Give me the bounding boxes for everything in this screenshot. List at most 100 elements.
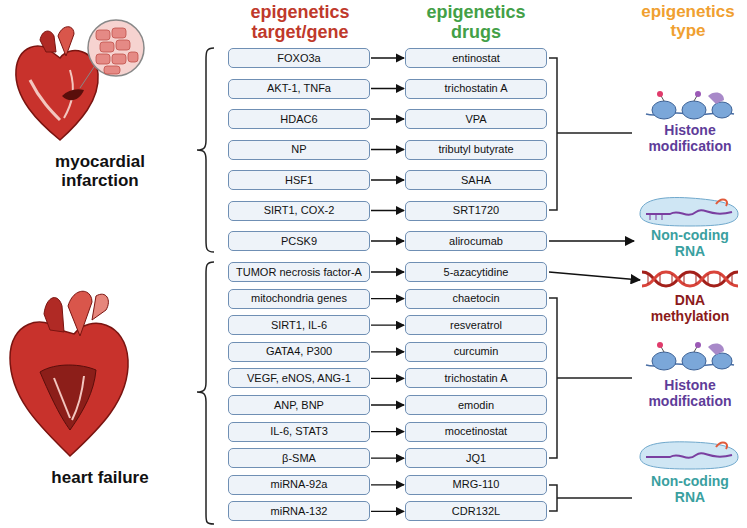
node-text: alirocumab bbox=[449, 235, 503, 248]
drug-box: JQ1 bbox=[405, 448, 547, 468]
curly-brace bbox=[197, 262, 214, 524]
target-box: β-SMA bbox=[228, 448, 370, 468]
node-text: mocetinostat bbox=[445, 425, 507, 438]
rna-icon bbox=[640, 198, 738, 226]
target-box: GATA4, P300 bbox=[228, 342, 370, 362]
arrow-connector bbox=[371, 351, 404, 352]
nucleosome-icon bbox=[646, 342, 734, 370]
drug-box: 5-azacytidine bbox=[405, 262, 547, 282]
drug-box: VPA bbox=[405, 109, 547, 129]
drug-box: trichostatin A bbox=[405, 368, 547, 388]
node-text: trichostatin A bbox=[445, 372, 508, 385]
column-header: epigenetics type bbox=[632, 2, 744, 40]
arrow-connector bbox=[371, 511, 404, 512]
curly-brace bbox=[197, 48, 214, 252]
node-text: entinostat bbox=[452, 52, 500, 65]
arrow-connector bbox=[371, 431, 404, 432]
target-box: TUMOR necrosis factor-A bbox=[228, 262, 370, 282]
target-box: miRNA-132 bbox=[228, 501, 370, 521]
target-box: SIRT1, IL-6 bbox=[228, 315, 370, 335]
disease-label: heart failure bbox=[15, 468, 185, 487]
arrow-connector bbox=[371, 179, 404, 180]
node-text: ANP, BNP bbox=[274, 399, 324, 412]
node-text: trichostatin A bbox=[445, 82, 508, 95]
drug-box: alirocumab bbox=[405, 231, 547, 251]
arrow-connector bbox=[371, 271, 404, 272]
node-text: SRT1720 bbox=[453, 204, 499, 217]
target-box: AKT-1, TNFa bbox=[228, 79, 370, 99]
bracket bbox=[549, 58, 632, 511]
node-text: SIRT1, IL-6 bbox=[271, 319, 327, 332]
drug-box: mocetinostat bbox=[405, 422, 547, 442]
arrow-connector bbox=[371, 118, 404, 119]
type-label: DNA methylation bbox=[638, 293, 742, 324]
node-text: 5-azacytidine bbox=[444, 266, 509, 279]
node-text: VEGF, eNOS, ANG-1 bbox=[247, 372, 351, 385]
target-box: SIRT1, COX-2 bbox=[228, 201, 370, 221]
drug-box: MRG-110 bbox=[405, 475, 547, 495]
target-box: NP bbox=[228, 140, 370, 160]
node-text: PCSK9 bbox=[281, 235, 317, 248]
heart-illustration bbox=[10, 291, 128, 456]
node-text: IL-6, STAT3 bbox=[270, 425, 328, 438]
drug-box: SRT1720 bbox=[405, 201, 547, 221]
target-box: miRNA-92a bbox=[228, 475, 370, 495]
node-text: JQ1 bbox=[466, 452, 486, 465]
target-box: VEGF, eNOS, ANG-1 bbox=[228, 368, 370, 388]
node-text: TUMOR necrosis factor-A bbox=[236, 266, 362, 279]
target-box: FOXO3a bbox=[228, 48, 370, 68]
column-header: epigenetics drugs bbox=[411, 2, 541, 42]
node-text: AKT-1, TNFa bbox=[267, 82, 331, 95]
target-box: mitochondria genes bbox=[228, 289, 370, 309]
drug-box: SAHA bbox=[405, 170, 547, 190]
arrow-connector bbox=[371, 458, 404, 459]
arrow-connector bbox=[371, 325, 404, 326]
dna-icon bbox=[642, 272, 738, 286]
node-text: VPA bbox=[465, 113, 486, 126]
type-label: Histone modification bbox=[638, 123, 742, 154]
node-text: SAHA bbox=[461, 174, 491, 187]
arrow-connector bbox=[371, 149, 404, 150]
arrow-connector bbox=[371, 210, 404, 211]
type-arrow bbox=[549, 272, 640, 280]
nucleosome-icon bbox=[646, 91, 734, 119]
rna-icon bbox=[640, 442, 738, 469]
target-box: HSF1 bbox=[228, 170, 370, 190]
target-box: IL-6, STAT3 bbox=[228, 422, 370, 442]
drug-box: entinostat bbox=[405, 48, 547, 68]
node-text: HDAC6 bbox=[280, 113, 317, 126]
node-text: miRNA-92a bbox=[271, 478, 328, 491]
type-label: Histone modification bbox=[638, 378, 742, 409]
drug-box: resveratrol bbox=[405, 315, 547, 335]
node-text: SIRT1, COX-2 bbox=[264, 204, 335, 217]
node-text: HSF1 bbox=[285, 174, 313, 187]
disease-label: myocardial infarction bbox=[15, 152, 185, 190]
target-box: PCSK9 bbox=[228, 231, 370, 251]
node-text: curcumin bbox=[454, 345, 499, 358]
drug-box: trichostatin A bbox=[405, 79, 547, 99]
arrow-connector bbox=[371, 404, 404, 405]
arrow-connector bbox=[371, 57, 404, 58]
node-text: tributyl butyrate bbox=[438, 143, 513, 156]
arrow-connector bbox=[371, 240, 404, 241]
heart-illustration bbox=[16, 20, 144, 140]
type-label: Non-coding RNA bbox=[638, 228, 742, 259]
node-text: emodin bbox=[458, 399, 494, 412]
drug-box: curcumin bbox=[405, 342, 547, 362]
node-text: MRG-110 bbox=[453, 478, 500, 491]
node-text: GATA4, P300 bbox=[266, 345, 332, 358]
arrow-connector bbox=[371, 88, 404, 89]
column-header: epigenetics target/gene bbox=[215, 2, 385, 42]
node-text: mitochondria genes bbox=[251, 292, 347, 305]
target-box: HDAC6 bbox=[228, 109, 370, 129]
drug-box: chaetocin bbox=[405, 289, 547, 309]
node-text: β-SMA bbox=[282, 452, 316, 465]
node-text: resveratrol bbox=[450, 319, 502, 332]
node-text: FOXO3a bbox=[277, 52, 320, 65]
arrow-connector bbox=[371, 298, 404, 299]
arrow-connector bbox=[371, 378, 404, 379]
drug-box: tributyl butyrate bbox=[405, 140, 547, 160]
